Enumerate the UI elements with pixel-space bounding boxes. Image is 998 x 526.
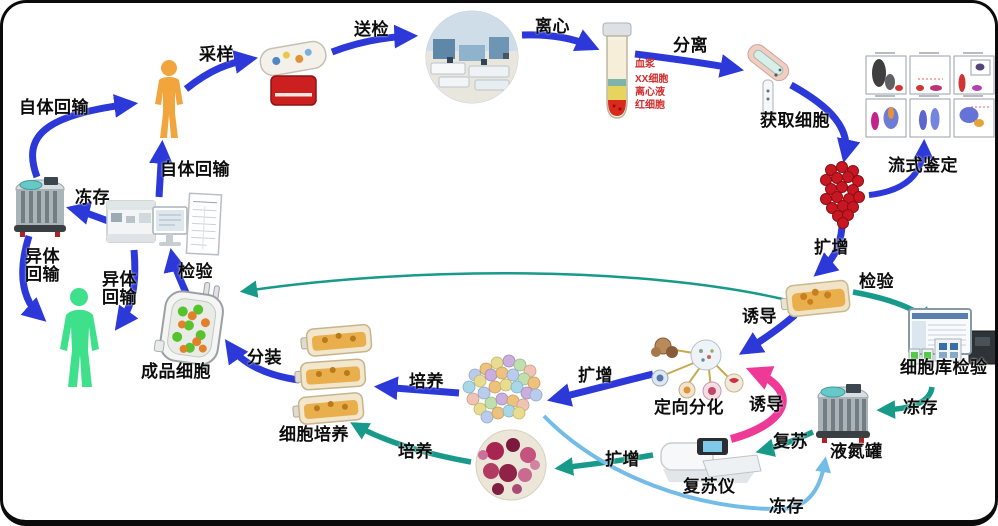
arrow-culture-mid [373,376,460,401]
centrifuge-tube-icon [602,22,632,119]
flow-cytometry-panel [865,52,995,138]
arrow-autologous-left [29,94,139,179]
report-document-icon [185,192,223,256]
arrow-induction-thaw [729,366,787,443]
label-cryopreserve-bottom: 冻存 [769,497,804,516]
recipient-person-icon [60,288,99,387]
label-separation: 分离 [673,36,708,55]
label-expansion-bottom: 扩增 [605,450,640,469]
cell-product-bag-icon [153,282,224,366]
arrow-obtain-cells [789,81,861,163]
laboratory-photo [425,10,519,104]
label-inspection-right: 检验 [859,272,894,291]
label-tube-cells: XX细胞 [635,74,669,85]
blood-bag-icon [259,40,327,106]
label-induction-thaw: 诱导 [749,395,784,414]
label-ln2-tank: 液氮罐 [830,442,883,461]
arrow-cryopreserve-bottom [542,414,832,512]
label-allogeneic-outer: 异体 回输 [25,247,60,285]
label-culture-bottom: 培养 [398,442,433,461]
label-centrifugation: 离心 [535,17,570,36]
arrow-cryopreserve-right [876,386,935,419]
label-tube-plasma: 血浆 [635,59,655,70]
label-send-testing: 送检 [354,20,389,39]
arrow-send-testing [330,24,419,56]
label-allogeneic-inner: 异体 回输 [102,270,137,308]
arrow-resuscitation [755,429,815,457]
arrow-allogeneic-inner [114,249,139,331]
label-tube-buffy: 离心液 [635,87,665,98]
culture-flask-icon [780,279,851,318]
diagram-graphics [14,10,995,512]
label-finished-cells: 成品细胞 [141,362,211,381]
label-flow-identification: 流式鉴定 [888,156,958,175]
label-aliquot: 分装 [247,348,282,367]
red-cell-cluster-icon [820,161,865,229]
label-cell-culture: 细胞培养 [279,425,349,444]
label-expansion-right: 扩增 [814,238,849,257]
label-induction-flask: 诱导 [742,307,777,326]
report-monitor-icon [152,206,188,246]
arrow-sampling [183,50,259,92]
arrow-culture-bottom [350,422,472,465]
liquid-nitrogen-tank-left-icon [14,177,66,237]
thawing-instrument-icon [660,438,762,483]
analyzer-machine-icon [106,200,156,243]
arrow-separation [634,50,745,78]
donor-person-icon [155,60,183,138]
culture-flask-stack-icon [292,323,373,425]
label-cell-bank-inspection: 细胞库检验 [900,358,988,377]
label-cryopreserve-right: 冻存 [903,398,938,417]
label-tube-rbc: 红细胞 [635,100,665,111]
pastel-cell-cluster-icon [462,354,543,424]
arrow-cryopreserve-left [66,201,113,226]
label-culture-mid: 培养 [409,372,444,391]
label-obtain-cells: 获取细胞 [760,111,830,130]
label-cryopreserve-left: 冻存 [75,188,110,207]
stained-cells-microscopy-icon [475,429,547,501]
arrow-layer [19,24,935,512]
arrow-expansion-right [813,226,846,277]
arrow-to-finished-cells [239,271,788,302]
label-inspection-left: 检验 [178,262,213,281]
liquid-nitrogen-tank-icon [816,384,870,443]
label-resuscitation: 复苏 [773,432,808,451]
label-expansion-mid: 扩增 [578,366,613,385]
label-directed-differentiation: 定向分化 [654,398,724,417]
arrow-aliquot [224,339,300,384]
arrow-centrifugation [521,29,600,52]
arrow-induction-flask [738,312,798,355]
label-autologous-left: 自体回输 [19,98,89,117]
arrow-expansion-bottom [554,452,654,476]
arrow-autologous-mid [149,139,173,198]
pipette-separation-icon [747,44,790,116]
arrow-expansion-mid [547,370,654,407]
directed-differentiation-icon [651,337,744,401]
arrow-flow-identification [868,138,934,198]
cell-bank-computer-icon [908,308,995,365]
label-sampling: 采样 [199,45,234,64]
label-autologous-mid: 自体回输 [160,160,230,179]
label-resuscitation-instrument: 复苏仪 [683,477,736,496]
arrow-allogeneic-outer [19,234,47,322]
